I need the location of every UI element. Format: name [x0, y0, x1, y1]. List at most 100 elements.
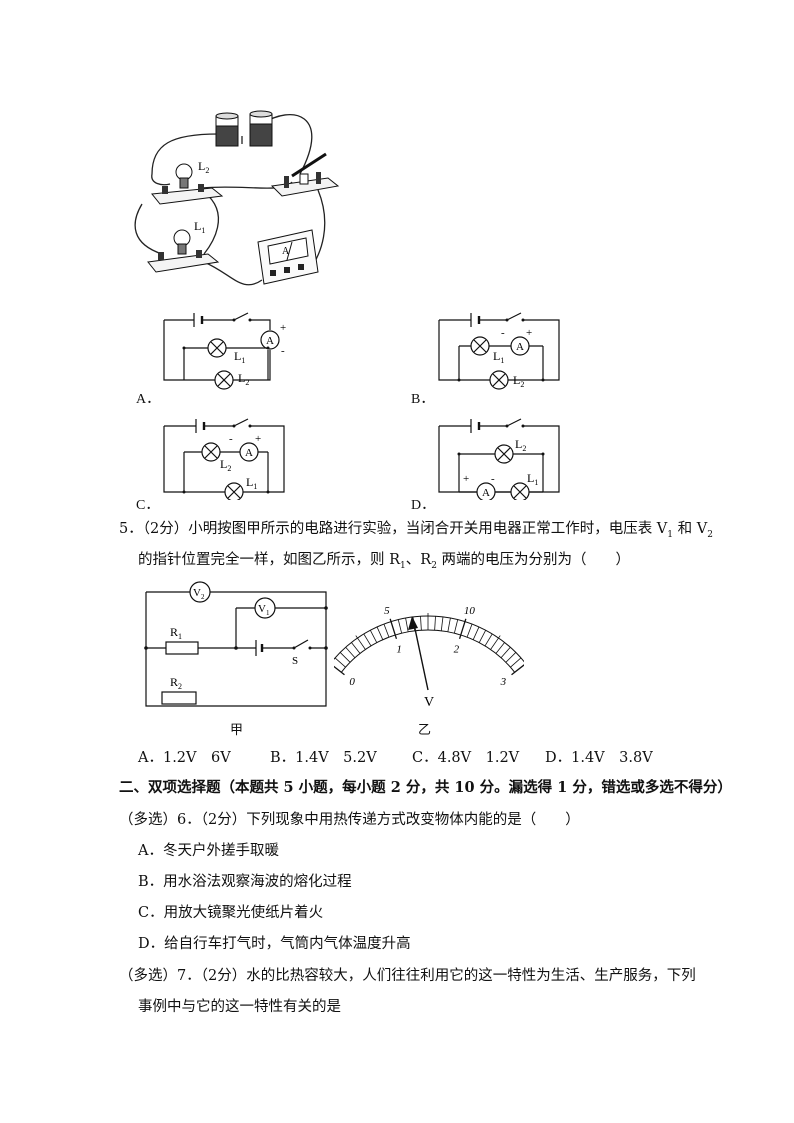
- svg-text:L1: L1: [234, 349, 245, 365]
- photo-meter-label: A: [282, 246, 290, 257]
- switch-icon: [270, 152, 340, 197]
- svg-text:S: S: [292, 655, 298, 667]
- dial-tick: [466, 623, 473, 638]
- dial-tick: [453, 619, 459, 634]
- ammeter-symbol-icon: A: [245, 447, 253, 459]
- dial-tick: [405, 617, 409, 632]
- dial-tick: [484, 633, 493, 647]
- svg-text:+: +: [463, 473, 469, 485]
- dial-inner-scale-label: 0: [349, 676, 355, 688]
- q5-stem-line2: 的指针位置完全一样，如图乙所示，则 R1、R2 两端的电压为分别为（ ）: [138, 552, 631, 571]
- q5-stem-line1: 5．（2分）小明按图甲所示的电路进行实验，当闭合开关用电器正常工作时，电压表 V…: [119, 521, 713, 540]
- dial-tick: [510, 657, 522, 668]
- svg-text:-: -: [281, 345, 285, 357]
- dial-tick: [495, 642, 505, 654]
- figure-yi-voltmeter-dial: 0510150123 V: [334, 605, 524, 710]
- dial-tick: [440, 616, 444, 631]
- q4-option-a-label[interactable]: A．: [136, 392, 161, 407]
- q6-stem: （多选）6．（2分）下列现象中用热传递方式改变物体内能的是（ ）: [119, 812, 580, 828]
- dial-tick: [351, 642, 361, 654]
- dial-tick: [355, 635, 366, 650]
- figure-jia-caption: 甲: [230, 723, 244, 738]
- svg-text:+: +: [280, 322, 286, 334]
- q4-option-c-label[interactable]: C．: [136, 498, 160, 513]
- circuit-option-b: L1 A - + L2: [438, 312, 560, 390]
- circuit-option-a: A + - L1 L2: [163, 312, 286, 390]
- circuit-option-d: L2 A + - L1: [438, 418, 560, 500]
- dial-tick: [339, 652, 351, 663]
- q7-stem-line2: 事例中与它的这一特性有关的是: [138, 999, 341, 1015]
- svg-text:-: -: [491, 473, 495, 485]
- svg-text:L1: L1: [493, 349, 504, 365]
- bulb-l1-icon: [147, 229, 220, 273]
- resistor-r1-icon: [165, 641, 199, 655]
- svg-text:R1: R1: [170, 625, 182, 641]
- q5-option-b[interactable]: B．1.4V 5.2V: [270, 750, 377, 766]
- ammeter-symbol-icon: A: [482, 487, 490, 499]
- photo-l1-label: L1: [194, 219, 205, 235]
- q6-option-a[interactable]: A．冬天户外搓手取暖: [138, 843, 279, 859]
- lamp-l2-icon: [494, 444, 514, 464]
- lamp-l2-icon: [489, 370, 509, 390]
- q4-option-d-label[interactable]: D．: [411, 498, 436, 513]
- dial-outer-scale-label: 5: [384, 605, 390, 617]
- section2-heading: 二、双项选择题（本题共 5 小题，每小题 2 分，共 10 分。漏选得 1 分，…: [119, 779, 732, 796]
- dial-pointer-icon: [408, 616, 429, 691]
- dial-arc: [334, 615, 524, 663]
- figure-yi-caption: 乙: [418, 723, 432, 738]
- lamp-l2-icon: [201, 442, 221, 462]
- svg-text:L2: L2: [238, 371, 249, 387]
- voltmeter-v2-icon: V2: [193, 587, 205, 601]
- svg-text:L1: L1: [246, 475, 257, 491]
- dial-tick: [369, 630, 378, 643]
- svg-text:L2: L2: [220, 457, 231, 473]
- dial-arc: [340, 629, 516, 673]
- q6-option-c[interactable]: C．用放大镜聚光使纸片着火: [138, 905, 324, 921]
- ammeter-symbol-icon: A: [266, 335, 274, 347]
- dial-tick: [363, 633, 372, 647]
- resistor-r2-icon: [161, 691, 197, 705]
- dial-tick: [511, 664, 524, 676]
- dial-tick: [389, 618, 398, 640]
- figure-jia-circuit: V2 V1 R1 S R2: [144, 581, 328, 707]
- dial-tick: [420, 616, 422, 631]
- svg-text:R2: R2: [170, 675, 182, 691]
- dial-tick: [397, 619, 403, 634]
- dial-tick: [345, 647, 356, 659]
- dial-tick: [447, 617, 451, 632]
- dial-inner-scale-label: 1: [396, 643, 402, 655]
- dial-tick: [472, 626, 480, 640]
- svg-text:+: +: [526, 327, 532, 339]
- svg-text:L2: L2: [513, 373, 524, 389]
- battery-icon: [215, 110, 273, 147]
- lamp-l1-icon: [470, 336, 490, 356]
- dial-tick: [505, 652, 517, 663]
- dial-outer-scale-label: 10: [464, 605, 476, 617]
- photo-l2-label: L2: [198, 159, 209, 175]
- q6-option-b[interactable]: B．用水浴法观察海波的熔化过程: [138, 874, 352, 890]
- q7-stem-line1: （多选）7．（2分）水的比热容较大，人们往往利用它的这一特性为生活、生产服务，下…: [119, 968, 696, 984]
- lamp-l1-icon: [207, 338, 227, 358]
- dial-tick: [490, 635, 501, 650]
- dial-tick: [458, 618, 467, 640]
- dial-tick: [376, 626, 384, 640]
- q5-option-a[interactable]: A．1.2V 6V: [138, 750, 231, 766]
- svg-text:-: -: [501, 327, 505, 339]
- voltmeter-v1-icon: V1: [258, 603, 270, 617]
- lamp-l1-icon: [224, 482, 244, 500]
- q4-option-b-label[interactable]: B．: [411, 392, 435, 407]
- ammeter-symbol-icon: A: [516, 341, 524, 353]
- physical-circuit-illustration: L2 L1 A: [134, 110, 340, 286]
- lamp-l2-icon: [214, 370, 234, 390]
- ammeter-device-icon: [257, 229, 319, 285]
- svg-text:-: -: [229, 433, 233, 445]
- dial-tick: [383, 623, 390, 638]
- dial-tick: [434, 616, 436, 631]
- q6-option-d[interactable]: D．给自行车打气时，气筒内气体温度升高: [138, 936, 411, 952]
- dial-tick: [334, 657, 346, 668]
- q5-option-c[interactable]: C．4.8V 1.2V: [412, 750, 520, 766]
- bulb-l2-icon: [151, 163, 224, 205]
- q5-option-d[interactable]: D．1.4V 3.8V: [545, 750, 653, 766]
- dial-inner-scale-label: 2: [454, 643, 460, 655]
- dial-tick: [334, 665, 345, 676]
